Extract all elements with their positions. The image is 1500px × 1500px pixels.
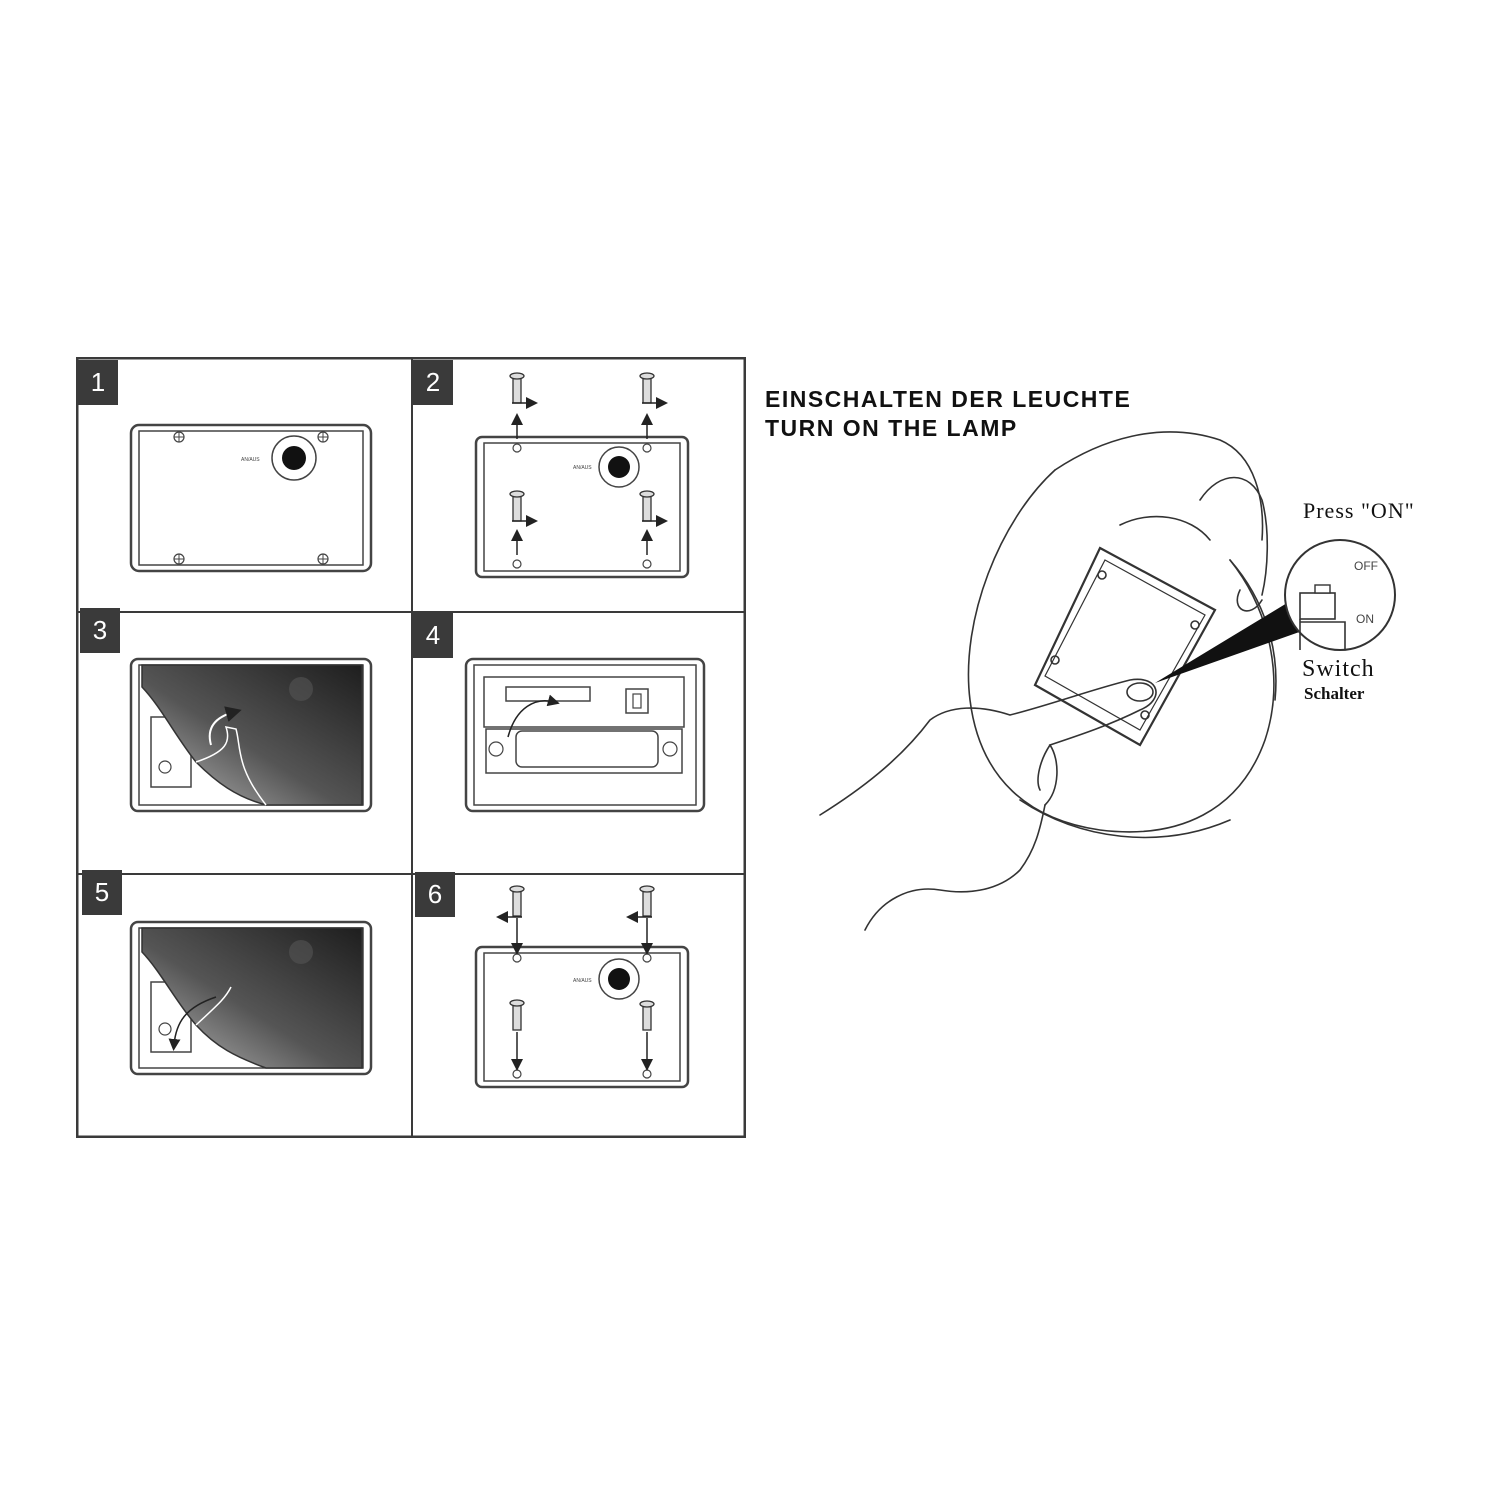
step-number-1: 1 bbox=[78, 360, 118, 405]
switch-label-de: Schalter bbox=[1304, 684, 1365, 703]
step-5-close-cover bbox=[129, 920, 373, 1076]
step-number-3: 3 bbox=[80, 608, 120, 653]
svg-text:AN/AUS: AN/AUS bbox=[573, 978, 592, 984]
svg-text:AN/AUS: AN/AUS bbox=[573, 465, 592, 471]
step-number-2: 2 bbox=[413, 360, 453, 405]
assembly-steps-grid: AN/AUS AN/AUS bbox=[76, 357, 746, 1138]
lamp-plate bbox=[1033, 546, 1217, 747]
svg-text:AN/AUS: AN/AUS bbox=[241, 457, 260, 463]
step-1-closed-lamp: AN/AUS bbox=[129, 423, 373, 573]
title-german: EINSCHALTEN DER LEUCHTE bbox=[765, 386, 1132, 412]
lamp-body-outline bbox=[967, 469, 1275, 833]
step-6-insert-screws: AN/AUS bbox=[474, 885, 690, 1089]
title-english: TURN ON THE LAMP bbox=[765, 415, 1018, 441]
step-3-lift-cover bbox=[129, 657, 373, 813]
switch-callout bbox=[1284, 539, 1396, 651]
step-number-6: 6 bbox=[415, 872, 455, 917]
step-2-remove-screws: AN/AUS bbox=[474, 372, 690, 579]
pointing-hand bbox=[819, 678, 1157, 816]
callout-pointer bbox=[1155, 600, 1305, 683]
step-4-insert-battery bbox=[464, 657, 706, 813]
step-number-4: 4 bbox=[413, 613, 453, 658]
switch-label-en: Switch bbox=[1302, 656, 1375, 682]
step-number-5: 5 bbox=[82, 870, 122, 915]
switch-off-label: OFF bbox=[1354, 559, 1378, 573]
switch-button bbox=[1299, 592, 1336, 620]
switch-on-label: ON bbox=[1356, 612, 1374, 626]
press-on-instruction: Press "ON" bbox=[1303, 498, 1415, 523]
